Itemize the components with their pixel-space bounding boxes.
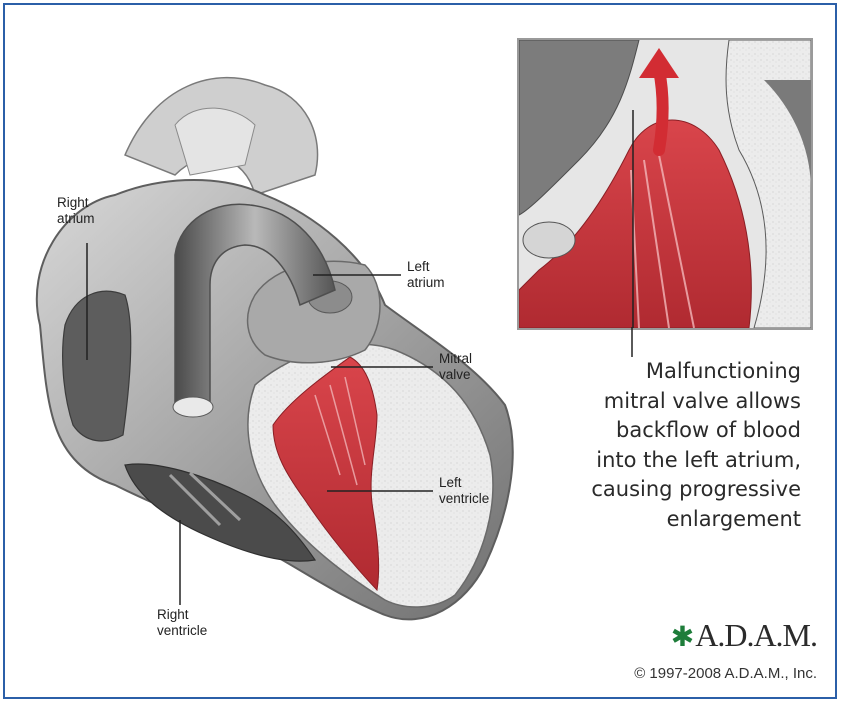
label-right-atrium: Right atrium <box>57 195 95 227</box>
illustration-frame: Right atrium Left atrium Mitral valve Le… <box>3 3 837 699</box>
upper-vessels <box>175 108 255 175</box>
adam-logo: ✱A.D.A.M. <box>671 617 817 654</box>
mitral-valve-inset <box>517 38 813 330</box>
label-right-ventricle: Right ventricle <box>157 607 207 639</box>
caption-line: backflow of blood <box>481 416 801 446</box>
caption-line: mitral valve allows <box>481 387 801 417</box>
copyright-notice: © 1997-2008 A.D.A.M., Inc. <box>634 665 817 682</box>
label-left-atrium: Left atrium <box>407 259 445 291</box>
caption-line: enlargement <box>481 505 801 535</box>
caption-line: causing progressive <box>481 475 801 505</box>
adam-logo-text: A.D.A.M. <box>695 617 817 653</box>
caption-line: Malfunctioning <box>481 357 801 387</box>
inset-valve-cusp <box>523 222 575 258</box>
caption-text: Malfunctioning mitral valve allows backf… <box>481 357 801 534</box>
right-atrium-cavity <box>63 291 131 441</box>
caption-line: into the left atrium, <box>481 446 801 476</box>
backflow-arrow <box>659 70 663 150</box>
aortic-valve-cusps <box>173 397 213 417</box>
label-mitral-valve: Mitral valve <box>439 351 472 383</box>
adam-logo-icon: ✱ <box>671 622 693 653</box>
caption-leader <box>630 327 634 357</box>
inset-illustration <box>519 40 811 328</box>
